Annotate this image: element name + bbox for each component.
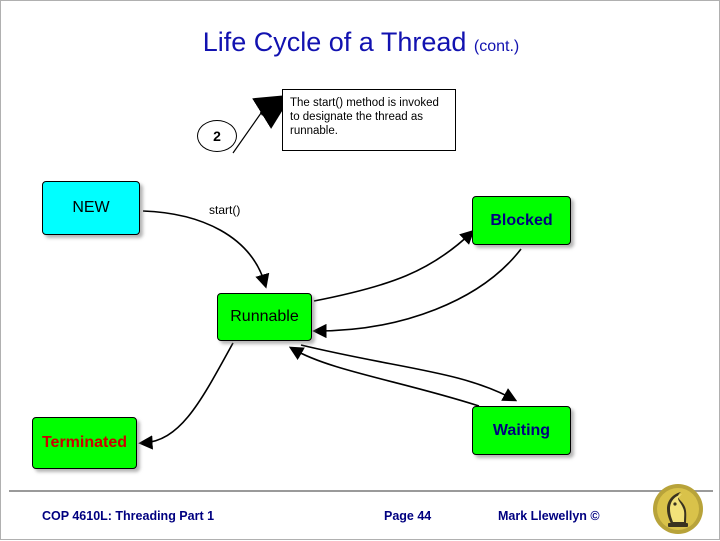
footer-course: COP 4610L: Threading Part 1 [42, 509, 215, 523]
footer-page-number: Page 44 [384, 509, 432, 523]
callout-pointer-line [232, 105, 267, 154]
edge-label-start: start() [209, 203, 241, 217]
knight-logo-icon [653, 484, 703, 534]
page-title-cont: (cont.) [473, 38, 520, 55]
page-title: Life Cycle of a Thread (cont.) [1, 27, 720, 58]
callout-pointer-arrow [252, 94, 293, 129]
step-bubble-2: 2 [197, 120, 237, 152]
state-waiting: Waiting [472, 406, 571, 455]
state-new: NEW [42, 181, 140, 235]
callout-box: The start() method is invoked to designa… [282, 89, 456, 151]
state-blocked: Blocked [472, 196, 571, 245]
edge-runnable-to-terminated [138, 342, 234, 450]
edge-waiting-to-runnable [288, 346, 480, 407]
footer-divider [9, 490, 713, 492]
page-title-main: Life Cycle of a Thread [202, 27, 467, 57]
state-runnable: Runnable [217, 293, 312, 341]
state-blocked-label: Blocked [490, 211, 553, 229]
edge-runnable-to-blocked [313, 229, 475, 302]
step-bubble-label: 2 [213, 128, 221, 144]
state-waiting-label: Waiting [492, 421, 551, 439]
edge-new-to-runnable [142, 210, 270, 289]
state-terminated-label: Terminated [41, 434, 128, 451]
footer-author: Mark Llewellyn © [498, 509, 600, 523]
state-terminated: Terminated [32, 417, 137, 469]
state-runnable-label: Runnable [230, 308, 299, 325]
state-new-label: NEW [72, 199, 110, 216]
edge-blocked-to-runnable [312, 248, 522, 339]
edge-runnable-to-waiting [300, 344, 518, 402]
callout-text: The start() method is invoked to designa… [290, 97, 439, 137]
